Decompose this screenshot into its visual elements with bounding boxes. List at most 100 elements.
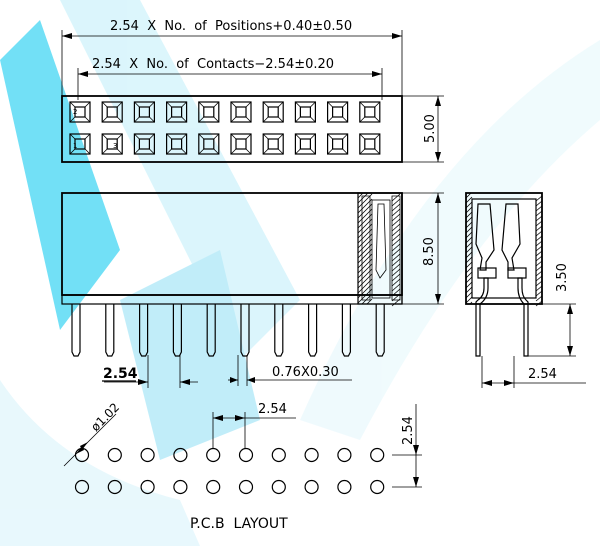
hatch-line: [465, 192, 472, 199]
hatch-line: [465, 271, 473, 279]
hatch-line: [357, 278, 373, 294]
hatch-line: [535, 200, 543, 207]
hatch-line: [357, 283, 373, 299]
dim-front-height-label: 8.50: [422, 237, 437, 266]
front-pin: [172, 304, 182, 357]
pcb-hole: [173, 479, 188, 495]
front-pin: [308, 304, 318, 357]
hatch-line: [391, 218, 401, 227]
pin-label-3: 3: [113, 142, 117, 150]
hatch-line: [357, 192, 364, 199]
dim-tail-label: 3.50: [555, 263, 570, 292]
hatch-line: [535, 205, 543, 212]
hatch-line: [357, 223, 373, 239]
hatch-line: [465, 296, 473, 304]
cavity-cell: [230, 133, 252, 155]
hatch-line: [535, 300, 543, 307]
dim-front-pitch-label: 2.54: [103, 366, 138, 382]
pcb-hole: [370, 479, 385, 495]
hatch-line: [535, 285, 543, 292]
hatch-line: [465, 226, 473, 234]
pcb-hole: [304, 447, 319, 463]
dim-contacts-label: 2.54 X No. of Contacts−2.54±0.20: [92, 57, 334, 72]
cavity-cell: [69, 101, 91, 123]
pcb-hole-grid: [74, 447, 385, 495]
cavity-cell: [198, 133, 220, 155]
watermark-stroke-4: [300, 40, 600, 440]
pcb-layout-title: P.C.B LAYOUT: [190, 516, 288, 532]
hatch-line: [357, 193, 373, 209]
cavity-cell: [327, 133, 349, 155]
hatch-line: [357, 218, 373, 234]
hatch-line: [366, 298, 373, 305]
hatch-line: [391, 228, 401, 237]
front-pin: [206, 304, 216, 357]
dim-pin-size-label: 0.76X0.30: [272, 365, 339, 380]
hatch-line: [391, 208, 401, 217]
hatch-line: [465, 221, 473, 229]
cavity-cell: [359, 101, 381, 123]
pcb-hole: [74, 479, 90, 495]
hatch-line: [535, 215, 543, 222]
hatch-line: [391, 293, 401, 302]
front-pin-row: [71, 304, 385, 357]
hole-dim-leader: [63, 413, 117, 467]
dim-hole-label: ø1.02: [88, 400, 122, 434]
hatch-line: [465, 246, 473, 254]
hatch-line: [391, 198, 401, 207]
hatch-line: [357, 273, 373, 289]
hatch-line: [391, 223, 401, 232]
cavity-cell: [359, 133, 381, 155]
cavity-cell: [166, 133, 188, 155]
hatch-line: [391, 243, 401, 252]
hatch-line: [391, 253, 401, 262]
hatch-line: [465, 261, 473, 269]
hatch-line: [465, 291, 473, 299]
dim-pcb-pitch-y-label: 2.54: [401, 416, 416, 445]
hatch-line: [357, 208, 373, 224]
watermark-stroke-2: [60, 0, 300, 360]
hatch-line: [357, 192, 369, 204]
hatch-line: [391, 238, 401, 247]
dim-top-height-label: 5.00: [423, 114, 438, 143]
dim-positions-label: 2.54 X No. of Positions+0.40±0.50: [110, 19, 352, 34]
cavity-cell: [69, 133, 91, 155]
hatch-line: [465, 241, 473, 249]
cavity-cell: [133, 133, 155, 155]
pcb-hole: [337, 447, 352, 463]
hatch-line: [535, 230, 543, 237]
pcb-hole: [206, 447, 221, 463]
hatch-line: [535, 295, 543, 302]
cavity-cell: [294, 133, 316, 155]
pin-label-2: 2: [73, 108, 77, 116]
hatch-line: [357, 263, 373, 279]
hatch-line: [391, 213, 401, 222]
hatch-line: [535, 275, 543, 282]
cavity-cell: [230, 101, 252, 123]
hatch-line: [535, 260, 543, 267]
hatch-line: [465, 231, 473, 239]
watermark-stroke-5: [0, 380, 200, 546]
front-pin: [105, 304, 115, 357]
dim-side-width-label: 2.54: [528, 367, 557, 382]
hatch-line: [535, 280, 543, 287]
cavity-cell: [166, 101, 188, 123]
cavity-cell: [198, 101, 220, 123]
side-body: [465, 192, 543, 305]
hatch-line: [465, 266, 473, 274]
front-pin: [240, 304, 250, 357]
hatch-line: [391, 283, 401, 292]
hatch-line: [391, 298, 401, 307]
hatch-line: [465, 256, 473, 264]
pin-label-1: 1: [73, 142, 77, 150]
hatch-line: [535, 225, 543, 232]
cavity-cell: [262, 101, 284, 123]
hatch-line: [465, 286, 473, 294]
cavity-cell: [294, 101, 316, 123]
top-cell-grid: [69, 101, 381, 155]
pcb-hole: [337, 479, 352, 495]
hatch-line: [465, 281, 473, 289]
hatch-line: [535, 195, 543, 202]
front-pin: [341, 304, 351, 357]
hatch-line: [535, 270, 543, 277]
